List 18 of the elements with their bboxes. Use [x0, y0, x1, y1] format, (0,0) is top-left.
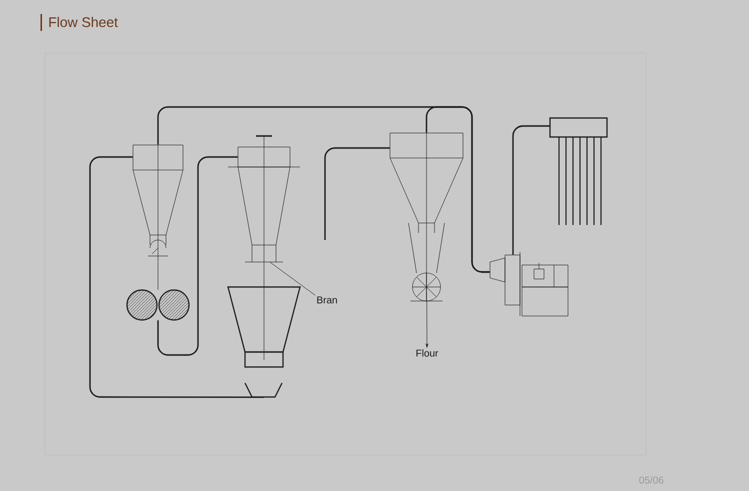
pipe-line — [157, 156, 238, 356]
title: Flow Sheet — [49, 16, 118, 28]
fan-drawing — [490, 252, 568, 316]
roller-mill-drawing — [158, 289, 190, 321]
bag-filter-drawing — [549, 117, 608, 225]
pipe-line — [324, 147, 390, 240]
sieve-drawing — [228, 135, 300, 262]
cyclone-drawing — [390, 132, 464, 302]
pipe-line — [512, 125, 550, 255]
roller-mill-drawing — [126, 289, 158, 321]
hopper-drawing — [227, 286, 301, 398]
pipe-line — [89, 156, 264, 398]
label-text: Flour — [416, 349, 438, 357]
pipe-line — [426, 106, 490, 273]
leader-line — [270, 262, 316, 296]
cyclone-drawing — [132, 144, 184, 262]
arrow — [426, 300, 428, 348]
label-text: Bran — [317, 296, 337, 304]
